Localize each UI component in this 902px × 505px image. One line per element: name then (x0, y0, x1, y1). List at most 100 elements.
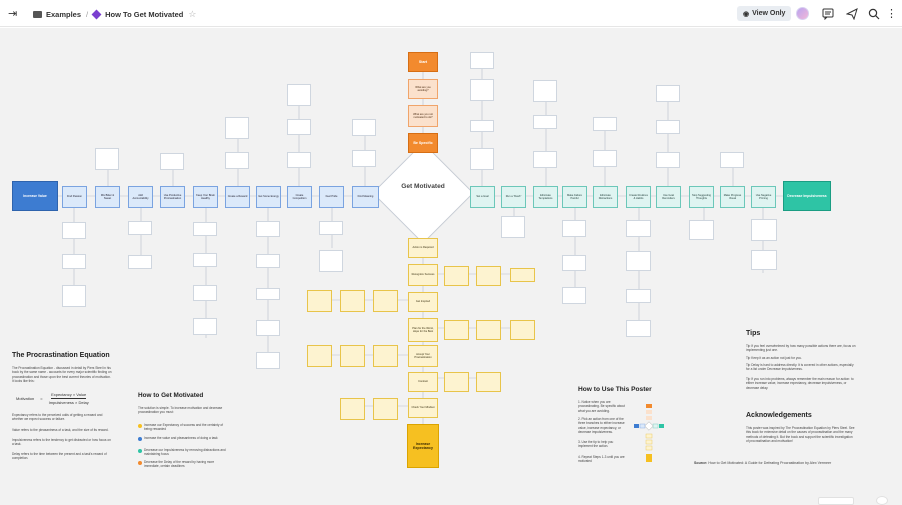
plan-note[interactable] (476, 320, 501, 340)
source-text[interactable]: How to Get Motivated: A Guide for Defeat… (708, 461, 832, 465)
right-note[interactable] (689, 220, 714, 240)
left-note[interactable] (62, 222, 86, 239)
routines-habits-node[interactable]: Create Routines & Habits (626, 186, 651, 208)
left-note[interactable] (256, 288, 280, 300)
be-specific-node[interactable]: Be Specific (408, 133, 438, 153)
left-note[interactable] (256, 320, 280, 336)
create-competition-node[interactable]: Create Competition (287, 186, 312, 208)
feel-pride-node[interactable]: Feel Pride (319, 186, 344, 208)
productive-procrastination-node[interactable]: Use Productive Procrastination (160, 186, 185, 208)
help-button[interactable] (876, 496, 888, 505)
acceptance-note[interactable] (307, 345, 332, 367)
left-note[interactable] (193, 318, 217, 335)
right-note[interactable] (751, 219, 777, 241)
right-note[interactable] (562, 220, 586, 237)
left-note[interactable] (352, 119, 376, 136)
more-options-icon[interactable]: ⋮ (886, 8, 897, 20)
not-motivated-node[interactable]: What are you not motivated to do? (408, 105, 438, 127)
left-note[interactable] (95, 148, 119, 170)
increase-expectancy-node[interactable]: Increase Expectancy (407, 424, 439, 468)
right-note[interactable] (501, 216, 525, 238)
right-note[interactable] (593, 150, 617, 167)
right-note[interactable] (656, 120, 680, 134)
plan-note[interactable] (510, 320, 535, 340)
left-note[interactable] (256, 352, 280, 369)
left-note[interactable] (128, 255, 152, 269)
right-note[interactable] (470, 79, 494, 101)
mix-bitter-sweet-node[interactable]: Mix Bitter & Sweet (95, 186, 120, 208)
inspiration-note[interactable] (307, 290, 332, 312)
make-failure-painful-node[interactable]: Make Failure Painful (562, 186, 587, 208)
stop-suggesting-thoughts-node[interactable]: Stop Suggesting Thoughts (689, 186, 714, 208)
right-note[interactable] (751, 250, 777, 270)
left-note[interactable] (319, 221, 343, 235)
left-note[interactable] (287, 119, 311, 135)
left-note[interactable] (256, 221, 280, 237)
progress-visual-node[interactable]: Make Progress Visual (720, 186, 745, 208)
comments-icon[interactable] (820, 6, 835, 21)
brain-healthy-node[interactable]: Keep Your Brain Healthy (193, 186, 218, 208)
avatar[interactable] (795, 6, 810, 21)
negative-priming-node[interactable]: Use Negative Priming (751, 186, 776, 208)
action-required-node[interactable]: Action is Required (408, 238, 438, 258)
right-note[interactable] (533, 80, 557, 102)
contract-node[interactable]: Contract (408, 372, 438, 392)
right-note[interactable] (626, 320, 651, 337)
left-note[interactable] (352, 150, 376, 167)
add-accountability-node[interactable]: Add Accountability (128, 186, 153, 208)
left-note[interactable] (225, 117, 249, 139)
contract-note[interactable] (476, 372, 501, 392)
left-note[interactable] (287, 152, 311, 168)
right-note[interactable] (533, 151, 557, 168)
left-note[interactable] (193, 285, 217, 301)
increase-value-node[interactable]: Increase Value (12, 181, 58, 211)
right-note[interactable] (656, 85, 680, 102)
create-reward-node[interactable]: Create a Reward (225, 186, 250, 208)
start-node[interactable]: Start (408, 52, 438, 72)
right-note[interactable] (562, 255, 586, 271)
eliminate-temptations-node[interactable]: Eliminate Temptations (533, 186, 558, 208)
left-note[interactable] (287, 84, 311, 106)
left-note[interactable] (193, 222, 217, 236)
get-energy-node[interactable]: Get Some Energy (256, 186, 281, 208)
right-note[interactable] (656, 152, 680, 168)
run-dash-node[interactable]: Run a "Dash" (501, 186, 526, 208)
document-title[interactable]: How To Get Motivated (105, 10, 184, 19)
left-note[interactable] (319, 250, 343, 272)
share-icon[interactable] (844, 6, 859, 21)
left-note[interactable] (225, 152, 249, 169)
success-note[interactable] (476, 266, 501, 286)
view-only-button[interactable]: ◉ View Only (737, 6, 792, 21)
acceptance-note[interactable] (373, 345, 398, 367)
right-note[interactable] (470, 120, 494, 132)
eliminate-distractions-node[interactable]: Eliminate Distractions (593, 186, 618, 208)
decrease-impulsiveness-node[interactable]: Decrease Impulsiveness (783, 181, 831, 211)
left-note[interactable] (128, 221, 152, 235)
get-inspired-node[interactable]: Get Inspired (408, 292, 438, 312)
success-note[interactable] (444, 266, 469, 286)
breadcrumb-examples[interactable]: Examples (46, 10, 82, 19)
right-note[interactable] (626, 251, 651, 271)
right-note[interactable] (562, 287, 586, 304)
recognize-success-node[interactable]: Recognize Success (408, 264, 438, 286)
inspiration-note[interactable] (373, 290, 398, 312)
contract-note[interactable] (444, 372, 469, 392)
check-mindset-node[interactable]: Check Your Mindset (408, 398, 438, 418)
success-note[interactable] (510, 268, 535, 282)
left-note[interactable] (256, 254, 280, 268)
plan-note[interactable] (444, 320, 469, 340)
star-icon[interactable]: ☆ (188, 9, 197, 19)
left-note[interactable] (160, 153, 184, 170)
right-note[interactable] (470, 148, 494, 170)
plan-for-worst-node[interactable]: Plan for the Worst, Hope for the Best (408, 318, 438, 342)
set-goal-node[interactable]: Set a Goal (470, 186, 495, 208)
mindset-note[interactable] (373, 398, 398, 420)
right-note[interactable] (720, 152, 744, 168)
accept-procrastination-node[interactable]: Accept Your Procrastination (408, 345, 438, 367)
right-note[interactable] (626, 220, 651, 237)
find-passion-node[interactable]: Find Passion (62, 186, 87, 208)
right-note[interactable] (470, 52, 494, 69)
avoiding-node[interactable]: What are you avoiding? (408, 79, 438, 99)
find-meaning-node[interactable]: Find Meaning (352, 186, 379, 208)
mindset-note[interactable] (340, 398, 365, 420)
